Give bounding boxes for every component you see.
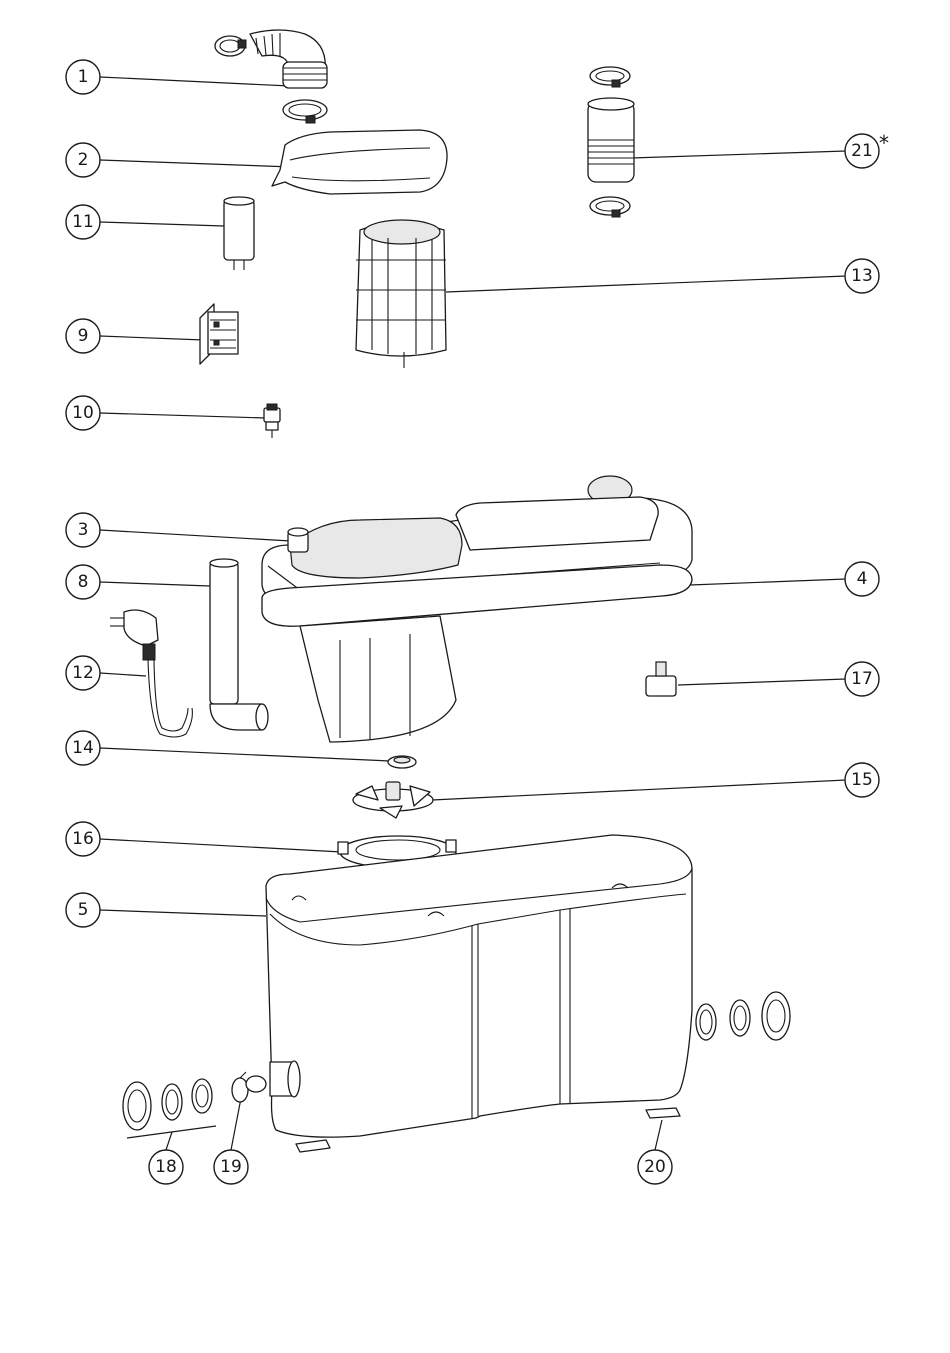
svg-text:17: 17 xyxy=(851,669,873,689)
part-19-valve-cap xyxy=(232,1072,266,1102)
leader-1 xyxy=(100,77,290,86)
leader-14 xyxy=(100,748,390,761)
callout-13: 13 xyxy=(845,259,879,293)
svg-text:13: 13 xyxy=(851,266,873,286)
leader-18 xyxy=(166,1132,172,1150)
leader-3 xyxy=(100,530,291,541)
part-17-nut xyxy=(646,662,676,696)
leader-9 xyxy=(100,336,204,340)
part-18-seals xyxy=(123,1079,212,1130)
part-4-housing-top xyxy=(262,476,692,742)
svg-text:19: 19 xyxy=(220,1157,242,1177)
part-1-elbow-hose xyxy=(215,30,327,123)
callout-15: 15 xyxy=(845,763,879,797)
svg-text:20: 20 xyxy=(644,1157,666,1177)
leader-21 xyxy=(630,151,846,158)
part-21-flexible-coupling xyxy=(588,67,634,217)
svg-text:9: 9 xyxy=(78,326,89,346)
svg-text:8: 8 xyxy=(78,572,89,592)
svg-text:12: 12 xyxy=(72,663,94,683)
part-8-pipe xyxy=(210,559,268,730)
callout-16: 16 xyxy=(66,822,100,856)
svg-text:3: 3 xyxy=(78,520,89,540)
part-2-lid-cover xyxy=(272,130,447,194)
callout-21-asterisk: * xyxy=(879,131,889,155)
leader-12 xyxy=(100,673,146,676)
svg-text:15: 15 xyxy=(851,770,873,790)
part-13-motor xyxy=(356,220,446,368)
callout-19: 19 xyxy=(214,1150,248,1184)
callout-9: 9 xyxy=(66,319,100,353)
leader-16 xyxy=(100,839,342,852)
leader-13 xyxy=(446,276,846,292)
leader-8 xyxy=(100,582,210,586)
callout-18: 18 xyxy=(149,1150,183,1184)
callout-20: 20 xyxy=(638,1150,672,1184)
svg-text:18: 18 xyxy=(155,1157,177,1177)
callout-5: 5 xyxy=(66,893,100,927)
callout-21: 21 xyxy=(845,134,879,168)
leader-10 xyxy=(100,413,266,418)
callout-2: 2 xyxy=(66,143,100,177)
svg-text:21: 21 xyxy=(851,141,873,161)
leader-2 xyxy=(100,160,292,167)
callout-11: 11 xyxy=(66,205,100,239)
callout-3: 3 xyxy=(66,513,100,547)
callout-8: 8 xyxy=(66,565,100,599)
svg-text:16: 16 xyxy=(72,829,94,849)
leader-5 xyxy=(100,910,266,916)
outlet-seals-right xyxy=(696,992,790,1040)
callout-1: 1 xyxy=(66,60,100,94)
leader-17 xyxy=(678,679,846,685)
leader-20 xyxy=(655,1120,662,1150)
svg-text:11: 11 xyxy=(72,212,94,232)
leader-4 xyxy=(690,579,846,585)
svg-text:5: 5 xyxy=(78,900,89,920)
leader-15 xyxy=(432,780,846,800)
part-14-seal xyxy=(388,756,416,768)
svg-text:14: 14 xyxy=(72,738,94,758)
part-12-power-cable xyxy=(110,610,192,737)
part-11-capacitor xyxy=(224,197,254,270)
svg-text:1: 1 xyxy=(78,67,89,87)
part-9-switch-plate xyxy=(200,304,238,364)
part-10-connector xyxy=(264,404,280,438)
svg-text:2: 2 xyxy=(78,150,89,170)
callout-14: 14 xyxy=(66,731,100,765)
leader-11 xyxy=(100,222,224,226)
part-15-impeller xyxy=(353,782,433,818)
callout-17: 17 xyxy=(845,662,879,696)
callout-10: 10 xyxy=(66,396,100,430)
svg-text:4: 4 xyxy=(857,569,868,589)
callout-12: 12 xyxy=(66,656,100,690)
svg-text:10: 10 xyxy=(72,403,94,423)
callout-4: 4 xyxy=(845,562,879,596)
part-5-tank xyxy=(266,835,692,1137)
